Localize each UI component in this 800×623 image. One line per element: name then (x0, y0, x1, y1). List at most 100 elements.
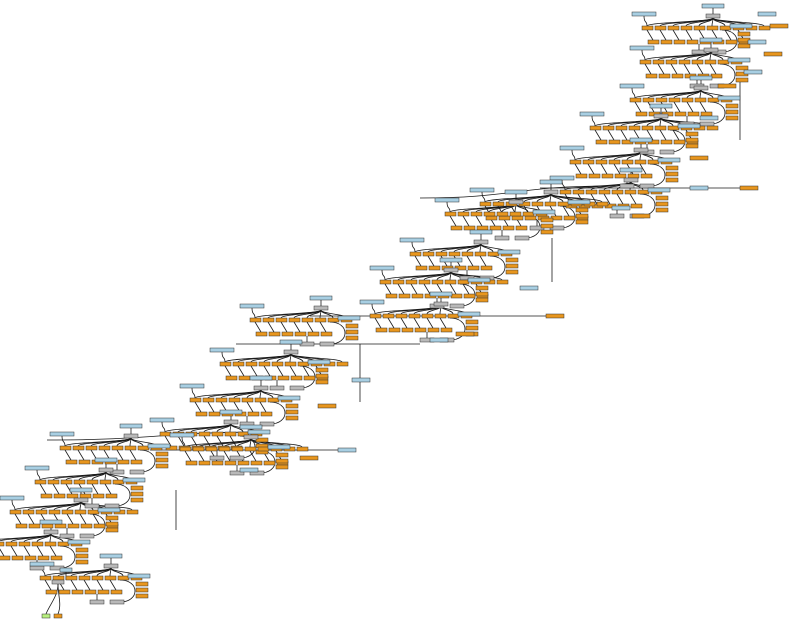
cluster-node-11 (631, 213, 651, 219)
stage-18-op2-node-0 (15, 523, 28, 529)
stage-4-loop-op-node-2 (665, 177, 679, 183)
stage-4-loop-var-node (657, 157, 681, 163)
stage-10-merge-edge-3 (413, 317, 421, 329)
stage-3-loop-var-node (677, 123, 701, 129)
stage-13-op-node-4 (241, 397, 254, 403)
stage-6-op-node-5 (544, 201, 557, 207)
stage-17-op-node-4 (86, 479, 99, 485)
stage-19-op-node-3 (18, 541, 31, 547)
stage-18-op-node-4 (61, 509, 74, 515)
stage-12-merge-edge-6 (302, 365, 310, 377)
stage-11-op-node-3 (288, 317, 301, 323)
stage-11-op2-node-0 (255, 331, 268, 337)
stage-0-merge-edge-6 (724, 29, 732, 41)
stage-3-op-node-5 (654, 125, 667, 131)
stage-4-fan-edge-0 (574, 151, 642, 161)
stage-18-out2-const-node (79, 533, 95, 539)
stage-13-loop-edge (269, 401, 286, 425)
stage-12-merge-edge-4 (276, 365, 284, 377)
stage-12-merge-edge-0 (224, 365, 232, 377)
stage-14-out2-const-node (229, 455, 245, 461)
stage-16-merge-edge-1 (77, 449, 85, 461)
stage-9-op-node-0 (379, 279, 392, 285)
stage-10-merge-edge-0 (374, 317, 382, 329)
root-var-node (59, 567, 73, 573)
stage-7-merge-edge-0 (449, 215, 457, 227)
stage-15-op2-node-0 (185, 460, 198, 466)
stage-15-op2-node-2 (211, 460, 224, 466)
stage-10-merge-edge-4 (426, 317, 434, 329)
stage-10-loop-op-node-1 (465, 325, 479, 331)
stage-6-op2-node-6 (563, 215, 576, 221)
stage-11-const-node (313, 305, 329, 311)
stage-16-op-node-0 (59, 445, 72, 451)
stage-17-side-var-node (24, 465, 50, 471)
stage-3-merge-edge-6 (672, 129, 680, 141)
stage-13-loop-op-node-1 (285, 409, 299, 415)
stage-16-op-node-2 (85, 445, 98, 451)
stage-9-loop-op-node-1 (475, 291, 489, 297)
stage-5-var-node (619, 167, 643, 173)
stage-10-op-node-5 (434, 313, 447, 319)
stage-19-op-node-1 (0, 541, 5, 547)
stage-1-side-var-node (629, 45, 655, 51)
stage-20-loop-edge (119, 579, 136, 603)
stage-9-op-node-4 (431, 279, 444, 285)
stage-5-side-edge (561, 179, 566, 191)
cluster-node-12 (519, 285, 539, 291)
stage-11-merge-edge-3 (293, 321, 301, 333)
stage-5-merge-edge-5 (629, 193, 637, 205)
stage-9-loop-var-node (467, 277, 491, 283)
stage-14-side-edge (161, 421, 166, 433)
stage-14-side-var-node (149, 417, 175, 423)
stage-17-const-node (98, 467, 114, 473)
stage-16-var-node (119, 423, 143, 429)
stage-18-op-node-1 (22, 509, 35, 515)
stage-15-merge-edge-1 (197, 450, 205, 462)
stage-1-op-node-3 (678, 59, 691, 65)
stage-15-op-node-0 (179, 446, 192, 452)
stage-3-side-var-node (579, 111, 605, 117)
stage-3-merge-edge-5 (659, 129, 667, 141)
stage-7-op-node-6 (522, 211, 535, 217)
cluster-node-7 (689, 155, 709, 161)
stage-4-loop-edge (649, 163, 666, 187)
stage-3-side-edge (591, 115, 596, 127)
cluster-node-3 (763, 51, 783, 57)
stage-10-op-node-2 (395, 313, 408, 319)
stage-17-var-node (94, 457, 118, 463)
stage-2-merge-edge-4 (686, 101, 694, 113)
stage-9-op-node-6 (457, 279, 470, 285)
stage-17-op2-node-1 (53, 493, 66, 499)
stage-18-op2-node-1 (28, 523, 41, 529)
stage-3-op-node-1 (602, 125, 615, 131)
stage-13-out2-const-node (259, 421, 275, 427)
stage-5-op-node-2 (585, 189, 598, 195)
stage-2-loop-edge (709, 101, 726, 125)
stage-10-op2-node-4 (427, 327, 440, 333)
stage-0-side-var-node (631, 11, 657, 17)
stage-1-op-node-0 (639, 59, 652, 65)
stage-8-side-var-node (399, 237, 425, 243)
stage-17-loop-var-node (122, 477, 146, 483)
stage-1-op-node-6 (717, 59, 730, 65)
stage-15-op2-node-1 (198, 460, 211, 466)
stage-18-op2-node-4 (67, 523, 80, 529)
stage-11-op-node-2 (275, 317, 288, 323)
stage-15-merge-edge-3 (223, 450, 231, 462)
stage-0-side-edge (643, 15, 648, 27)
stage-5-merge-edge-4 (616, 193, 624, 205)
stage-1-loop-var-node (727, 57, 751, 63)
stage-13-merge-edge-1 (207, 401, 215, 413)
stage-14-fan-edge-0 (164, 423, 232, 433)
stage-9-op2-node-2 (411, 293, 424, 299)
stage-3-op-node-2 (615, 125, 628, 131)
stage-15-op-node-1 (192, 446, 205, 452)
stage-16-op2-node-4 (117, 459, 130, 465)
stage-6-merge-edge-6 (562, 205, 570, 217)
cluster-node-2 (747, 39, 767, 45)
stage-15-fan-edge-9 (250, 438, 303, 448)
stage-13-merge-edge-4 (246, 401, 254, 413)
stage-5-loop-op-node-0 (655, 195, 669, 201)
stage-0-merge-edge-2 (672, 29, 680, 41)
